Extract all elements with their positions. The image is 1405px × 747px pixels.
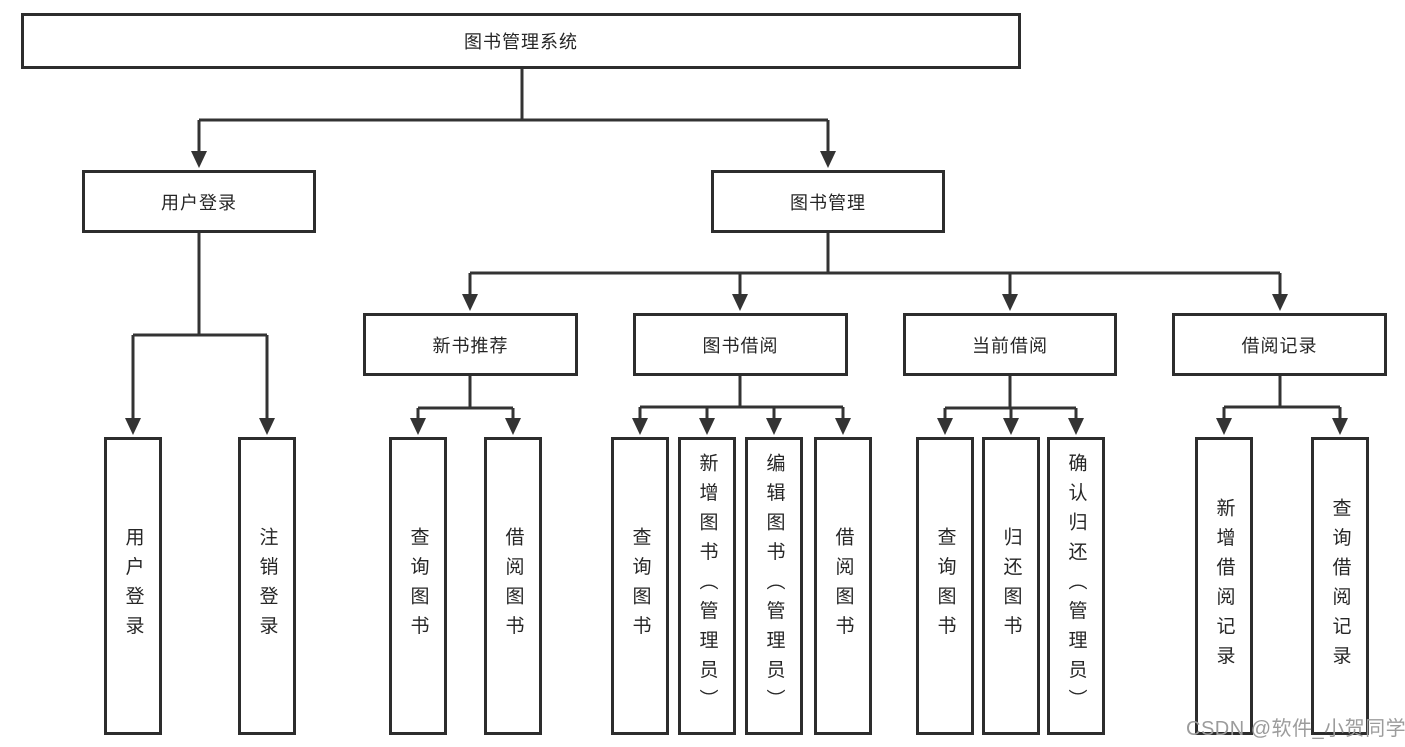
node-label: 借阅图书 <box>832 527 854 645</box>
watermark: CSDN @软件_小贺同学 <box>1186 718 1405 740</box>
leaf-borrowing-borrow-books: 借阅图书 <box>814 437 872 735</box>
leaf-records-add-borrow-record: 新增借阅记录 <box>1195 437 1253 735</box>
node-label: 新增图书（管理员） <box>696 453 718 719</box>
leaf-borrowing-add-books-admin: 新增图书（管理员） <box>678 437 736 735</box>
node-label: 查询借阅记录 <box>1329 497 1351 675</box>
arrowheads <box>125 151 1348 435</box>
node-current-borrowing: 当前借阅 <box>903 313 1117 376</box>
node-label: 确认归还（管理员） <box>1065 453 1087 719</box>
node-label: 用户登录 <box>122 527 144 645</box>
node-label: 查询图书 <box>407 527 429 645</box>
leaf-logout: 注销登录 <box>238 437 296 735</box>
leaf-user-login: 用户登录 <box>104 437 162 735</box>
node-book-management: 图书管理 <box>711 170 945 233</box>
node-label: 查询图书 <box>934 527 956 645</box>
leaf-borrowing-edit-books-admin: 编辑图书（管理员） <box>745 437 803 735</box>
node-new-book-recommendation: 新书推荐 <box>363 313 578 376</box>
leaf-newbook-query-books: 查询图书 <box>389 437 447 735</box>
leaf-current-return-books: 归还图书 <box>982 437 1040 735</box>
leaf-current-confirm-return-admin: 确认归还（管理员） <box>1047 437 1105 735</box>
node-label: 编辑图书（管理员） <box>763 453 785 719</box>
node-user-login: 用户登录 <box>82 170 316 233</box>
node-label: 归还图书 <box>1000 527 1022 645</box>
leaf-current-query-books: 查询图书 <box>916 437 974 735</box>
leaf-records-query-borrow-record: 查询借阅记录 <box>1311 437 1369 735</box>
leaf-newbook-borrow-books: 借阅图书 <box>484 437 542 735</box>
node-library-management-system: 图书管理系统 <box>21 13 1021 69</box>
node-borrowing-records: 借阅记录 <box>1172 313 1387 376</box>
node-label: 查询图书 <box>629 527 651 645</box>
node-label: 新增借阅记录 <box>1213 497 1235 675</box>
node-book-borrowing: 图书借阅 <box>633 313 848 376</box>
leaf-borrowing-query-books: 查询图书 <box>611 437 669 735</box>
node-label: 借阅图书 <box>502 527 524 645</box>
node-label: 注销登录 <box>256 527 278 645</box>
